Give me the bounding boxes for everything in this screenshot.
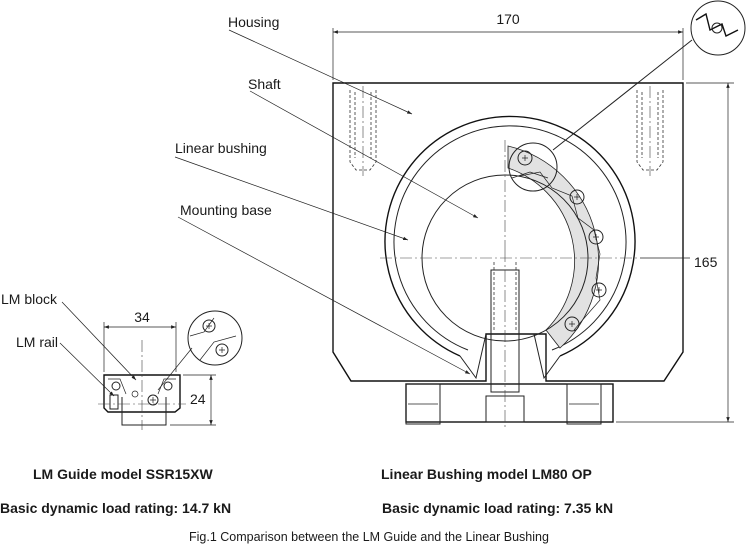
bushing-leaders: [174, 29, 479, 375]
lm-guide-rating: Basic dynamic load rating: 14.7 kN: [0, 500, 232, 516]
linear-bushing-body: [384, 115, 636, 380]
dimension-housing-height: 165: [616, 82, 734, 423]
mounting-base: [405, 383, 614, 425]
label-shaft: Shaft: [248, 76, 281, 92]
label-housing: Housing: [228, 14, 279, 30]
lm-leaders: [59, 301, 137, 397]
bushing-model: Linear Bushing model LM80 OP: [381, 466, 592, 482]
bushing-rating: Basic dynamic load rating: 7.35 kN: [382, 500, 614, 516]
dimension-lm-height: 24: [170, 374, 216, 426]
lm-guide-model: LM Guide model SSR15XW: [33, 466, 213, 482]
label-mounting-base: Mounting base: [180, 202, 272, 218]
lm-guide-assembly: [98, 310, 243, 430]
label-linear-bushing: Linear bushing: [175, 140, 267, 156]
shaft: [380, 140, 640, 342]
figure-caption: Fig.1 Comparison between the LM Guide an…: [189, 530, 549, 544]
dim-170: 170: [496, 11, 520, 27]
dimension-housing-width: 170: [332, 11, 684, 80]
housing: [332, 82, 684, 382]
dim-34: 34: [134, 309, 150, 325]
label-lm-rail: LM rail: [16, 334, 58, 350]
dim-165: 165: [694, 254, 718, 270]
dimension-lm-width: 34: [103, 309, 177, 372]
center-bolt: [490, 250, 520, 428]
dim-24: 24: [190, 391, 206, 407]
ball-detail-zoom: [508, 0, 746, 192]
label-lm-block: LM block: [1, 291, 58, 307]
